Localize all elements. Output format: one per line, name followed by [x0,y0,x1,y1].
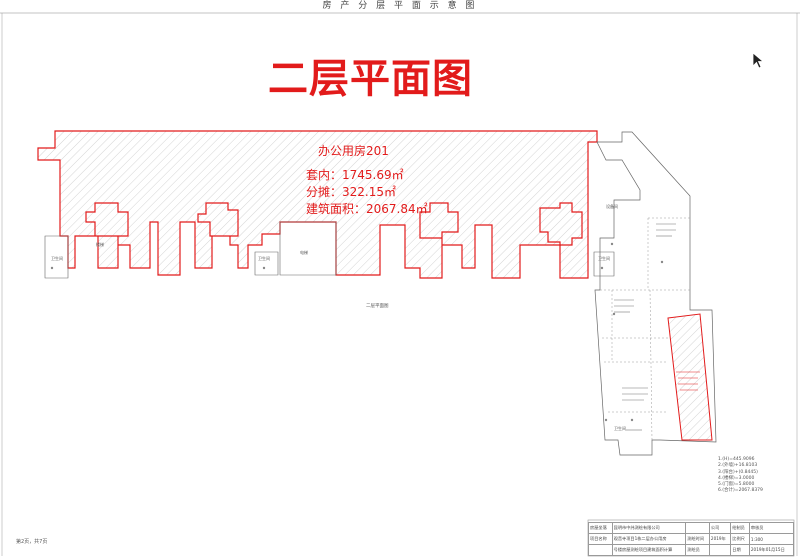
title-block-cell: 昆明市中纬测绘有限公司 [611,522,687,534]
legend-line: 4.(楼梯)=3.0000 [718,475,755,481]
title-block-row: 号楼房屋测绘项目建筑面积计算 测绘员 日期 2019年01月15日 [588,544,795,556]
legend-line: 1.(H)=445.9096 [718,457,755,462]
title-block-cell: 2019年01月15日 [748,544,795,556]
title-block-cell: 房屋坐落 [588,522,613,534]
right-wing-divider-8 [649,289,653,441]
title-block-frame [587,519,795,557]
room-label-3: 卫生间 [258,256,270,261]
title-block-row: 房屋坐落 昆明市中纬测绘有限公司 公司 绘制员 审核员 [588,522,795,534]
shared-area-label: 分摊：322.15㎡ [306,185,396,199]
inner-area-label: 套内：1745.69㎡ [306,168,404,182]
building-area-label: 建筑面积：2067.84㎡ [306,202,428,216]
highlight-room-annotations [676,371,700,391]
plan-title: 二层平面图 [268,56,473,102]
title-block-cell: 测绘员 [685,544,710,556]
room-label-4: 电梯 [300,250,308,255]
title-block-row: 项目名称 观音寺项目1栋二层办公用房 测绘时间 2019年 比例尺 1:300 [588,533,795,545]
small-room-right [593,251,615,277]
office-201-outline [37,130,598,279]
room-label-5: 卫生间 [598,256,610,261]
title-block-cell: 日期 [730,544,750,556]
title-block-cell: 1:300 [748,533,795,545]
title-block-cell: 观音寺项目1栋二层办公用房 [611,533,687,545]
legend-line: 3.(阳台)+(0.8445) [718,469,758,475]
legend-line: 6.(合计)=2067.8379 [718,488,763,494]
small-room-left [254,251,279,276]
title-block-cell: 测绘时间 [685,533,710,545]
legend-line: 2.(外墙)+16.8103 [718,463,758,469]
title-block-cell: 公司 [708,522,732,534]
legend-line: 5.(门窗)=5.8000 [718,482,755,488]
room-label-6: 卫生间 [614,426,626,431]
page-number-note: 第2页，共7页 [16,539,48,545]
title-block-cell: 比例尺 [730,533,750,545]
title-block-cell: 号楼房屋测绘项目建筑面积计算 [611,544,687,556]
area-legend: 1.(H)=445.9096 2.(外墙)+16.8103 3.(阳台)+(0.… [718,457,763,495]
mouse-pointer-icon [752,52,765,69]
office-name: 办公用房201 [318,144,389,158]
highlighted-room [667,313,713,441]
lower-left-extension [44,235,69,279]
room-label-2: 楼梯 [96,242,104,247]
title-block-table: 房屋坐落 昆明市中纬测绘有限公司 公司 绘制员 审核员 项目名称 观音寺项目1栋… [588,522,795,556]
floor-caption: 二层平面图 [366,304,389,309]
title-block-cell: 审核员 [748,522,795,534]
title-block-cell [708,544,732,556]
room-label-7: 设备间 [606,204,618,209]
title-block-cell: 项目名称 [588,533,613,545]
right-wing-outline [594,131,717,456]
sheet-title: 房 产 分 层 平 面 示 意 图 [322,1,478,11]
survey-points [50,242,664,422]
title-block-cell: 绘制员 [730,522,750,534]
right-wing-annotations [614,223,676,431]
title-block-cell [685,522,710,534]
room-label-1: 卫生间 [51,256,63,261]
title-block-cell [588,544,613,556]
title-block-cell: 2019年 [708,533,732,545]
lobby-room [279,221,337,276]
